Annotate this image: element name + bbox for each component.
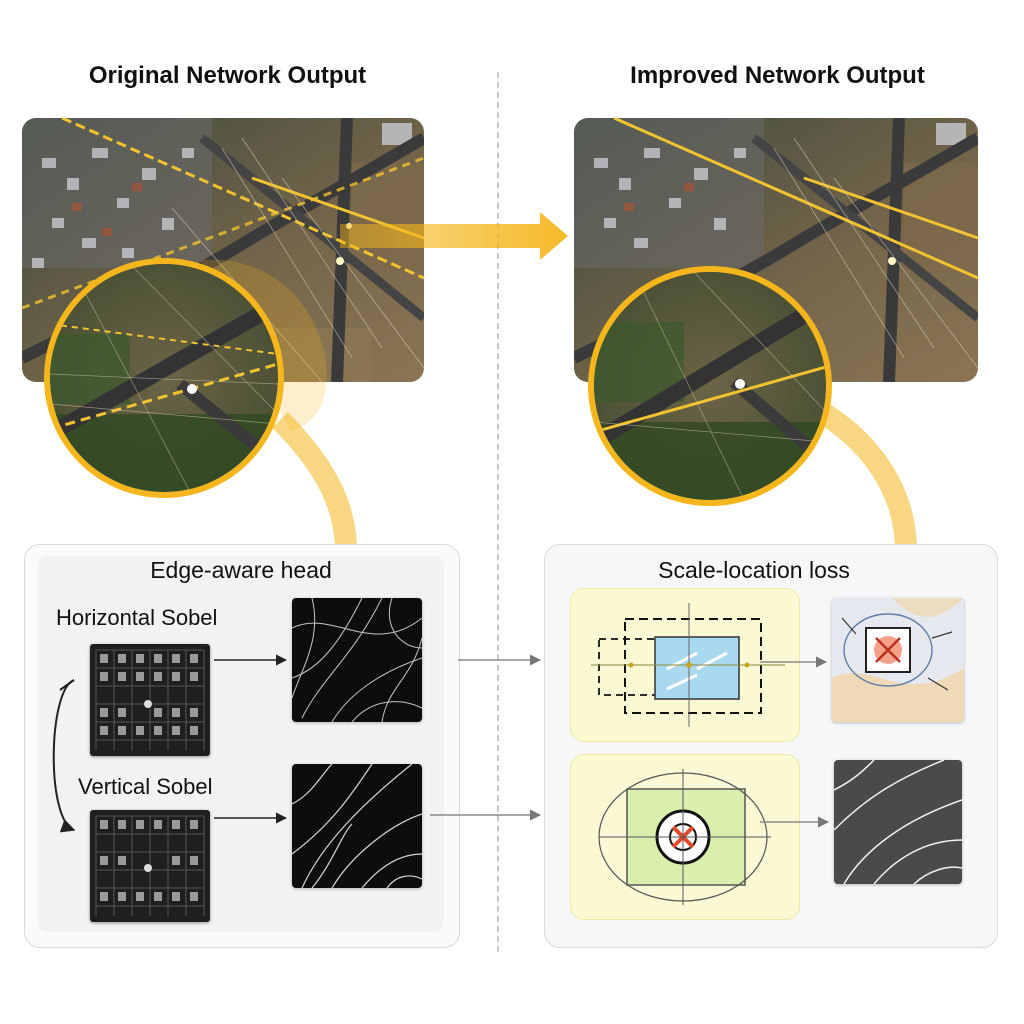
vertical-sobel-kernel bbox=[90, 810, 210, 922]
center-divider bbox=[497, 72, 499, 952]
original-zoom-lens bbox=[44, 258, 284, 498]
edge-aware-head-title: Edge-aware head bbox=[150, 557, 332, 583]
location-loss-output bbox=[834, 760, 962, 884]
horizontal-edge-map bbox=[292, 598, 422, 722]
left-lens-connector bbox=[272, 412, 357, 549]
scale-loss-output bbox=[832, 598, 964, 722]
improved-output-title: Improved Network Output bbox=[630, 62, 925, 89]
horizontal-sobel-label: Horizontal Sobel bbox=[56, 605, 218, 630]
scale-location-loss-title: Scale-location loss bbox=[658, 557, 850, 583]
vertical-edge-map bbox=[292, 764, 422, 888]
location-target-card bbox=[570, 754, 800, 920]
improved-zoom-lens bbox=[588, 266, 832, 506]
horizontal-sobel-kernel bbox=[90, 644, 210, 756]
vertical-sobel-label: Vertical Sobel bbox=[78, 774, 213, 799]
kernel-swap-arrow bbox=[52, 679, 76, 833]
scale-box-card bbox=[570, 588, 800, 742]
transfer-arrow bbox=[340, 212, 568, 260]
original-output-title: Original Network Output bbox=[88, 62, 367, 89]
